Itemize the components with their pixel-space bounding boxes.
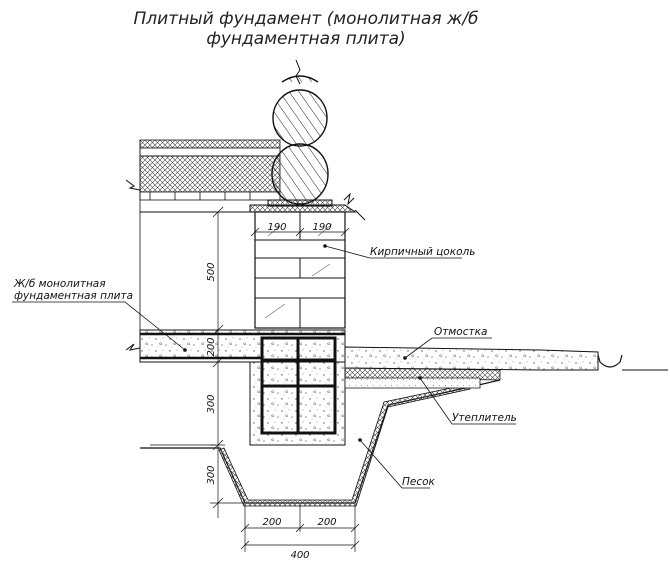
dim-bottom-left: 200: [262, 517, 281, 528]
label-slab-line-1: Ж/б монолитная: [13, 278, 106, 290]
title-line-2: фундаментная плита): [206, 29, 405, 49]
leader-dots: [183, 244, 422, 442]
label-insulation: Утеплитель: [452, 412, 517, 424]
dim-beam-upper: 300: [206, 394, 217, 413]
dim-plinth-height: 500: [206, 262, 217, 281]
dimension-lines: [210, 206, 360, 552]
label-sand: Песок: [402, 476, 436, 488]
dim-bottom-right: 200: [317, 517, 336, 528]
reinforcement-cage: [260, 336, 337, 435]
floor-structure: [139, 139, 281, 330]
dim-beam-lower: 300: [206, 465, 217, 484]
dim-brick-left: 190: [267, 222, 286, 233]
break-marks: [125, 179, 141, 351]
slab-rebar: [140, 332, 345, 360]
blind-area: [344, 346, 668, 389]
leader-lines: [12, 245, 516, 489]
title-line-1: Плитный фундамент (монолитная ж/б: [133, 9, 478, 29]
dim-bottom-total: 400: [290, 550, 309, 561]
label-blind-area: Отмостка: [434, 326, 487, 338]
brick-plinth: [249, 204, 357, 329]
label-brick-plinth: Кирпичный цоколь: [370, 246, 475, 258]
dim-slab-thickness: 200: [206, 337, 217, 356]
sand-layer-band: [218, 383, 471, 507]
dim-brick-right: 190: [312, 222, 331, 233]
log-wall: [267, 59, 366, 221]
label-slab-line-2: фундаментная плита: [14, 290, 133, 302]
